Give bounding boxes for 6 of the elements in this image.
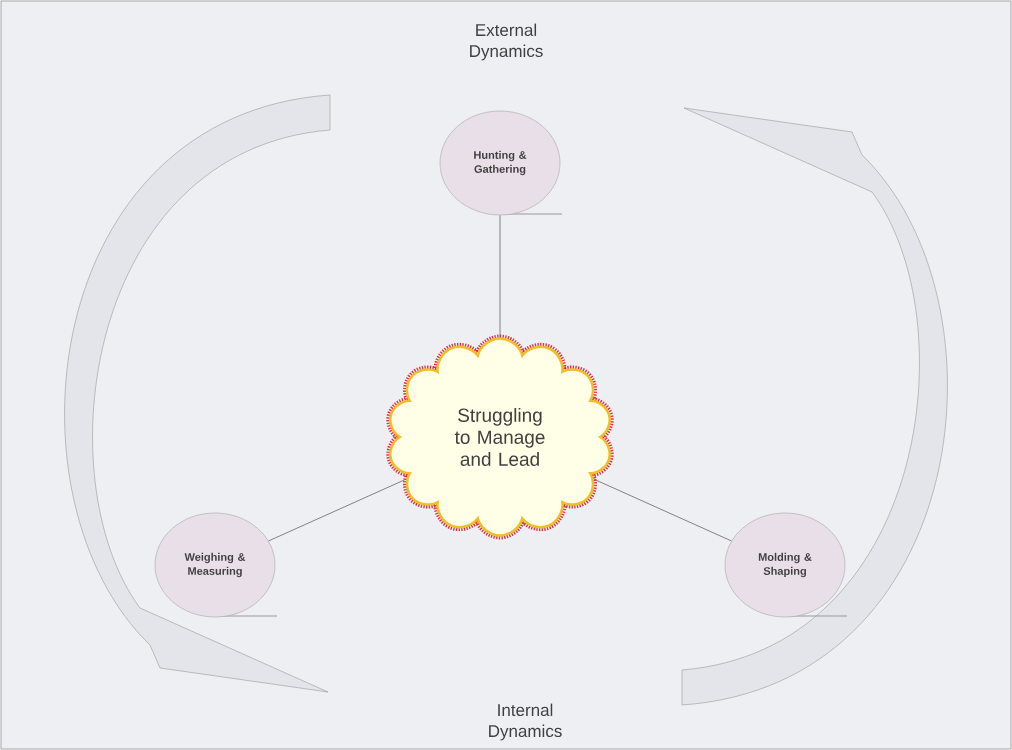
cloud: Struggling to Manage and Lead <box>386 334 614 540</box>
connector-line <box>499 214 501 338</box>
heading-label: Internal Dynamics <box>489 703 562 741</box>
heading-label: External Dynamics <box>470 23 543 61</box>
connector-line <box>593 478 732 542</box>
connector-line <box>268 478 407 542</box>
